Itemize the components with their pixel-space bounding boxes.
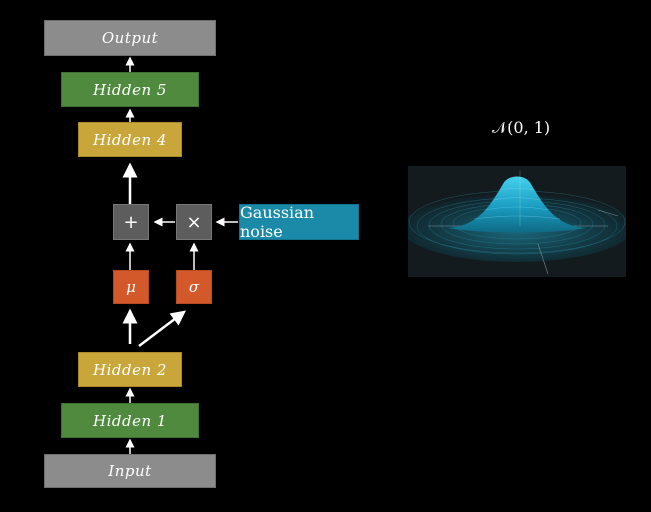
distribution-title: 𝒩(0, 1) [491, 118, 551, 137]
hidden2-label: Hidden 2 [93, 360, 167, 379]
sigma-label: σ [188, 278, 200, 296]
input-label: Input [108, 462, 152, 480]
hidden4-node: Hidden 4 [78, 122, 182, 157]
plus-label: + [123, 211, 139, 233]
bell-surface [448, 176, 586, 233]
hidden1-node: Hidden 1 [61, 403, 199, 438]
output-node: Output [44, 20, 216, 56]
gaussian-noise-label: Gaussian noise [240, 203, 315, 241]
mu-node: μ [113, 270, 149, 304]
gaussian-noise-node: Gaussian noise [239, 203, 359, 241]
output-label: Output [101, 29, 159, 47]
times-node: × [176, 204, 212, 240]
hidden4-label: Hidden 4 [93, 130, 167, 149]
hidden2-node: Hidden 2 [78, 352, 182, 387]
hidden1-label: Hidden 1 [93, 411, 167, 430]
hidden5-label: Hidden 5 [93, 80, 167, 99]
sigma-node: σ [176, 270, 212, 304]
plus-node: + [113, 204, 149, 240]
mu-label: μ [126, 278, 136, 296]
arrow-hidden2-sigma [138, 310, 186, 347]
input-node: Input [44, 454, 216, 488]
gaussian-surface-plot [408, 166, 626, 277]
hidden5-node: Hidden 5 [61, 72, 199, 107]
gaussian-surface-image [408, 166, 626, 277]
times-label: × [186, 211, 202, 233]
